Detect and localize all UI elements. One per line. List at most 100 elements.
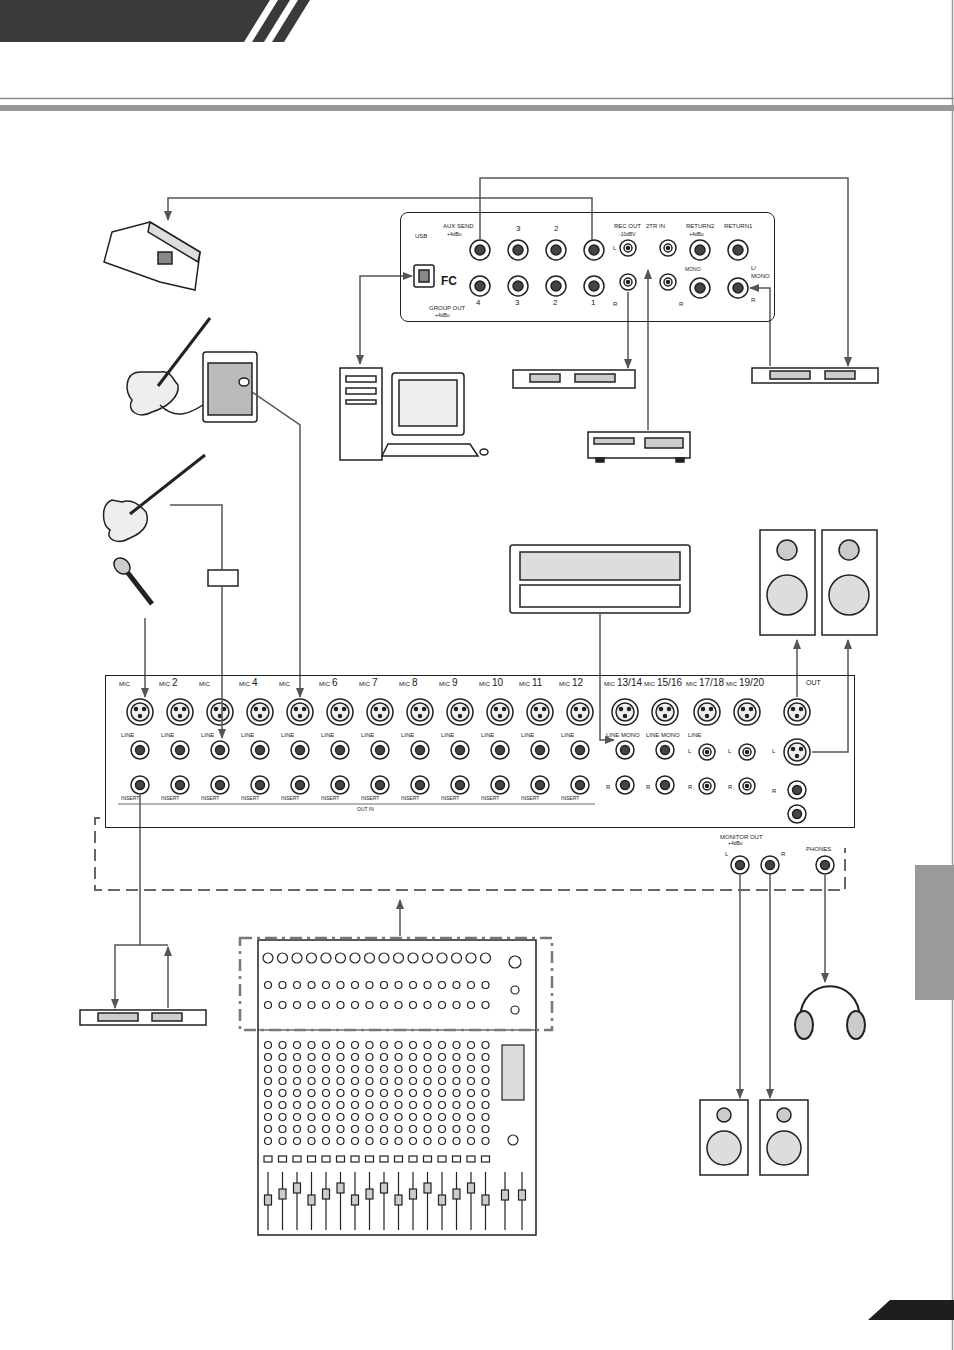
rear-panel-jacks-part — [263, 708, 266, 711]
page-header-part — [952, 0, 954, 1350]
mixer-top-view-part — [294, 1114, 301, 1121]
mixer-top-view-part — [308, 1126, 315, 1133]
studio-monitors-part — [767, 1131, 801, 1165]
mixer-top-view-part — [264, 1156, 272, 1162]
rear-panel-jacks-part — [656, 741, 674, 759]
mixer-top-view-part — [352, 1042, 359, 1049]
studio-monitors-part — [707, 1131, 741, 1165]
mixer-top-view-part — [323, 1189, 330, 1199]
mixer-top-view-part — [424, 1066, 431, 1073]
mixer-top-view-part — [482, 1156, 490, 1162]
rear-panel-jacks-part — [167, 699, 193, 725]
mixer-top-view-part — [265, 1102, 272, 1109]
rear-panel-jacks-part — [376, 746, 385, 755]
mixer-top-view-part — [308, 1138, 315, 1145]
mixer-top-view-part — [453, 1114, 460, 1121]
rear-panel-jacks-part — [796, 715, 799, 718]
mixer-top-view-part — [482, 1195, 489, 1205]
jack-label: GROUP OUT — [429, 305, 465, 311]
jack-label: R — [646, 784, 650, 790]
mixer-top-view-part — [410, 1189, 417, 1199]
jack-label: MIC — [319, 681, 330, 687]
cables-part — [600, 613, 614, 740]
mixer-top-view-part — [439, 1195, 446, 1205]
top-panel-jacks-part — [620, 240, 636, 256]
mixer-top-view-part — [468, 1114, 475, 1121]
mixer-top-view-part — [323, 1114, 330, 1121]
rear-panel-jacks-part — [491, 703, 509, 721]
jack-label: 17/18 — [699, 678, 724, 688]
jack-label: L — [613, 245, 616, 251]
cables-part — [796, 640, 798, 697]
insert-effect-unit-part — [98, 1013, 138, 1021]
mixer-top-view-part — [453, 1156, 461, 1162]
mixer-top-view-part — [294, 982, 301, 989]
mixer-top-view-part — [366, 1002, 373, 1009]
rear-panel-jacks-part — [738, 703, 756, 721]
mixer-top-view-part — [337, 1138, 344, 1145]
mixer-top-view-part — [323, 1138, 330, 1145]
rear-panel-jacks-part — [255, 708, 258, 711]
mixer-top-view-part — [482, 1042, 489, 1049]
mixer-top-view-part — [340, 1172, 341, 1230]
rear-panel-jacks-part — [371, 741, 389, 759]
rear-panel-jacks-part — [416, 781, 425, 790]
rear-panel-jacks-part — [796, 755, 799, 758]
rear-panel-jacks-part — [620, 708, 623, 711]
mixer-top-view-part — [337, 1042, 344, 1049]
top-panel-jacks-part — [624, 278, 632, 286]
effect-unit — [752, 368, 878, 383]
rear-panel-jacks-part — [788, 743, 806, 761]
mixer-top-view-part — [395, 1138, 402, 1145]
jack-label: MIC — [479, 681, 490, 687]
cd-player — [588, 432, 690, 462]
rear-panel-jacks-part — [616, 776, 634, 794]
rear-panel-jacks-part — [296, 746, 305, 755]
rear-panel-jacks-part — [656, 776, 674, 794]
rear-panel-jacks-part — [411, 703, 429, 721]
floor-monitor-part — [148, 222, 200, 262]
rear-panel-jacks-part — [383, 708, 386, 711]
rear-panel-jacks-part — [616, 703, 634, 721]
recorder-part — [530, 374, 560, 382]
jack-label: MONO — [621, 732, 640, 738]
rear-panel-jacks-part — [706, 715, 709, 718]
main-speakers-part — [829, 575, 869, 615]
cables-part — [221, 586, 223, 738]
top-panel-jacks-part — [728, 240, 748, 260]
mixer-top-view-part — [265, 1066, 272, 1073]
mixer-top-view-part — [294, 1126, 301, 1133]
jack-label: 9 — [452, 678, 458, 688]
rear-panel-jacks-part — [491, 741, 509, 759]
mixer-top-view-part — [504, 1172, 505, 1230]
mixer-top-view-part — [265, 1042, 272, 1049]
rear-panel-jacks-part — [661, 746, 670, 755]
mixer-top-view-part — [468, 1002, 475, 1009]
rear-panel-jacks-part — [750, 708, 753, 711]
mixer-top-view-part — [381, 1042, 388, 1049]
rear-panel-jacks-part — [736, 861, 745, 870]
jack-label: RETURN1 — [724, 223, 752, 229]
mixer-top-view-part — [468, 982, 475, 989]
jack-panel: USBAUX SEND+4dBu32REC OUT-10dBV2TR INRET… — [400, 212, 775, 322]
electric-guitar — [127, 318, 210, 415]
rear-panel-jacks-part — [211, 776, 229, 794]
top-panel-jacks-part — [660, 240, 676, 256]
computer-part — [346, 400, 376, 404]
rear-panel-jacks-part — [784, 739, 810, 765]
mixer-top-view-part — [337, 1102, 344, 1109]
mixer-top-view-part — [366, 1042, 373, 1049]
rear-panel-jacks-part — [143, 708, 146, 711]
mixer-top-view-part — [352, 1138, 359, 1145]
mixer-top-view-part — [308, 1090, 315, 1097]
jack-label: 2 — [172, 678, 178, 688]
mixer-top-view-part — [337, 1126, 344, 1133]
mixer-top-view-part — [351, 1156, 359, 1162]
mixer-top-view-part — [511, 1006, 519, 1014]
mixer-top-view-part — [366, 1189, 373, 1199]
jack-label: LINE — [646, 732, 659, 738]
vocal-mic — [111, 555, 152, 604]
jack-label: INSERT — [561, 796, 579, 801]
jack-label: MIC — [439, 681, 450, 687]
insert-effect-unit-part — [152, 1013, 182, 1021]
